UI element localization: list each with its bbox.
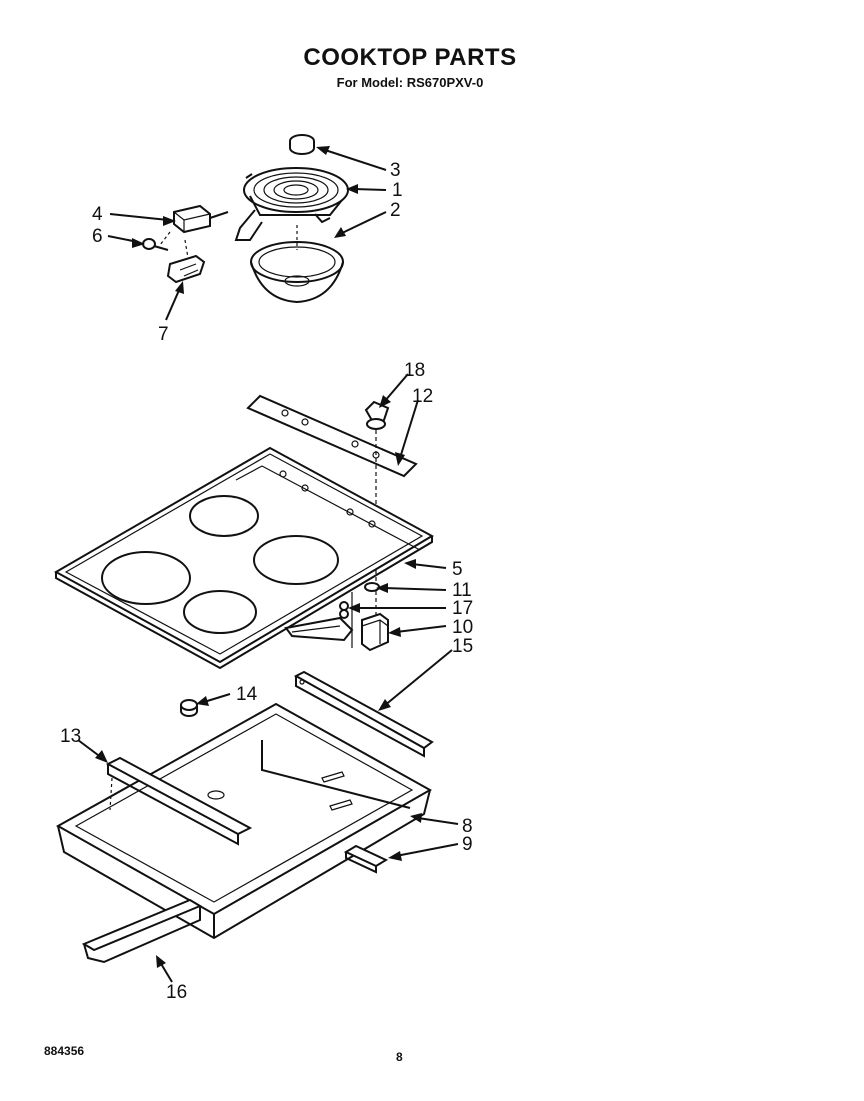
callout-numbers: 3 1 2 4 6 7 18 12 5 11 17 10 15 14 13 8 … [60, 160, 473, 1003]
switch-screws [339, 601, 349, 619]
mounting-bracket [343, 844, 389, 874]
callout-13: 13 [60, 726, 81, 747]
callout-12: 12 [412, 386, 433, 407]
drip-bowl [250, 225, 344, 304]
support-rail [105, 756, 253, 846]
infinite-switch [284, 612, 389, 652]
page-title: COOKTOP PARTS [303, 44, 517, 71]
callout-9: 9 [462, 834, 473, 855]
document-number: 884356 [44, 1044, 85, 1058]
callout-2: 2 [390, 200, 401, 221]
callout-18: 18 [404, 360, 425, 381]
callout-4: 4 [92, 204, 103, 225]
callout-15: 15 [452, 636, 473, 657]
callout-6: 6 [92, 226, 103, 247]
screw [142, 238, 169, 251]
callout-3: 3 [390, 160, 401, 181]
callout-16: 16 [166, 982, 187, 1003]
callout-10: 10 [452, 617, 473, 638]
element-cap [289, 134, 315, 155]
clip [180, 699, 198, 717]
leader-lines [77, 146, 459, 983]
surface-element [234, 167, 349, 241]
receptacle [166, 239, 206, 284]
control-panel-trim [246, 394, 418, 478]
callout-1: 1 [392, 180, 403, 201]
control-knob [364, 400, 390, 620]
callout-17: 17 [452, 598, 473, 619]
cooktop-panel [53, 446, 435, 670]
page-number: 8 [396, 1050, 403, 1064]
callout-5: 5 [452, 559, 463, 580]
receptacle-bracket [159, 204, 229, 246]
washer [364, 582, 380, 592]
support-bracket [293, 670, 434, 758]
callout-8: 8 [462, 816, 473, 837]
support-channel [81, 898, 203, 964]
model-subtitle: For Model: RS670PXV-0 [336, 75, 484, 90]
callout-11: 11 [452, 580, 472, 601]
callout-14: 14 [236, 684, 258, 705]
burner-box [55, 702, 433, 940]
callout-7: 7 [158, 324, 169, 345]
